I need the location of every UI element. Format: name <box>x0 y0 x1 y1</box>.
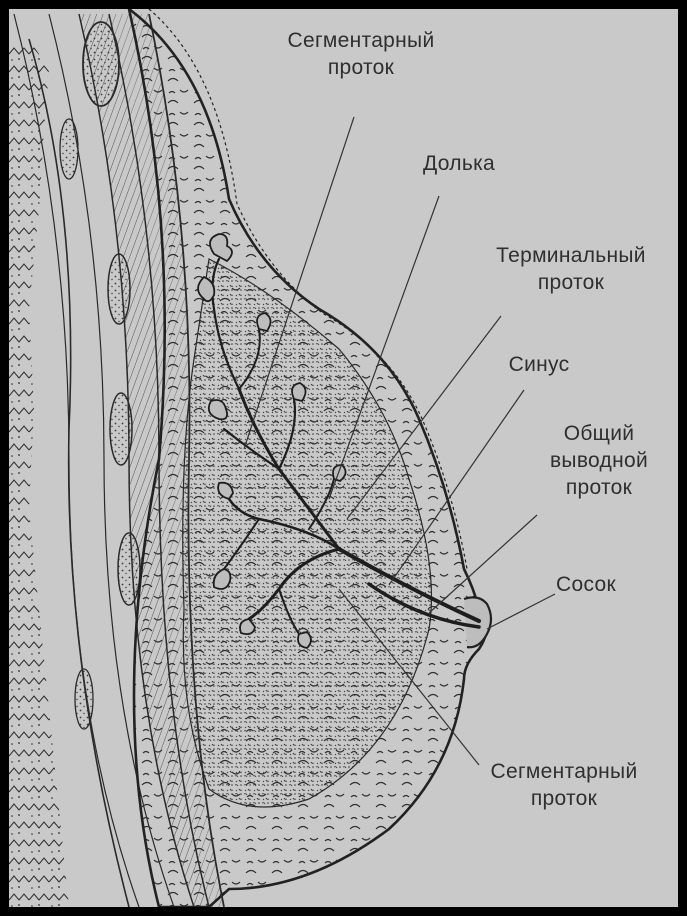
illustration-panel: Сегментарный проток Долька Терминальный … <box>9 9 678 907</box>
label-sinus-line1: Синус <box>489 351 589 378</box>
label-segmental-duct-top: Сегментарный проток <box>266 27 456 81</box>
label-sinus: Синус <box>489 351 589 378</box>
label-nipple: Сосок <box>536 571 636 598</box>
label-common-duct-line3: проток <box>524 474 674 501</box>
label-segmental-duct-top-line2: проток <box>266 54 456 81</box>
label-terminal-duct-line2: проток <box>471 269 671 296</box>
label-segmental-duct-bottom-line2: проток <box>469 785 659 812</box>
label-terminal-duct: Терминальный проток <box>471 242 671 296</box>
breast-outline <box>129 9 491 907</box>
label-common-duct: Общий выводной проток <box>524 420 674 501</box>
label-nipple-line1: Сосок <box>536 571 636 598</box>
label-terminal-duct-line1: Терминальный <box>471 242 671 269</box>
label-segmental-duct-bottom: Сегментарный проток <box>469 758 659 812</box>
leader-nipple <box>487 594 555 629</box>
label-common-duct-line1: Общий <box>524 420 674 447</box>
label-segmental-duct-bottom-line1: Сегментарный <box>469 758 659 785</box>
label-lobule: Долька <box>399 150 519 177</box>
label-segmental-duct-top-line1: Сегментарный <box>266 27 456 54</box>
label-common-duct-line2: выводной <box>524 447 674 474</box>
label-lobule-line1: Долька <box>399 150 519 177</box>
